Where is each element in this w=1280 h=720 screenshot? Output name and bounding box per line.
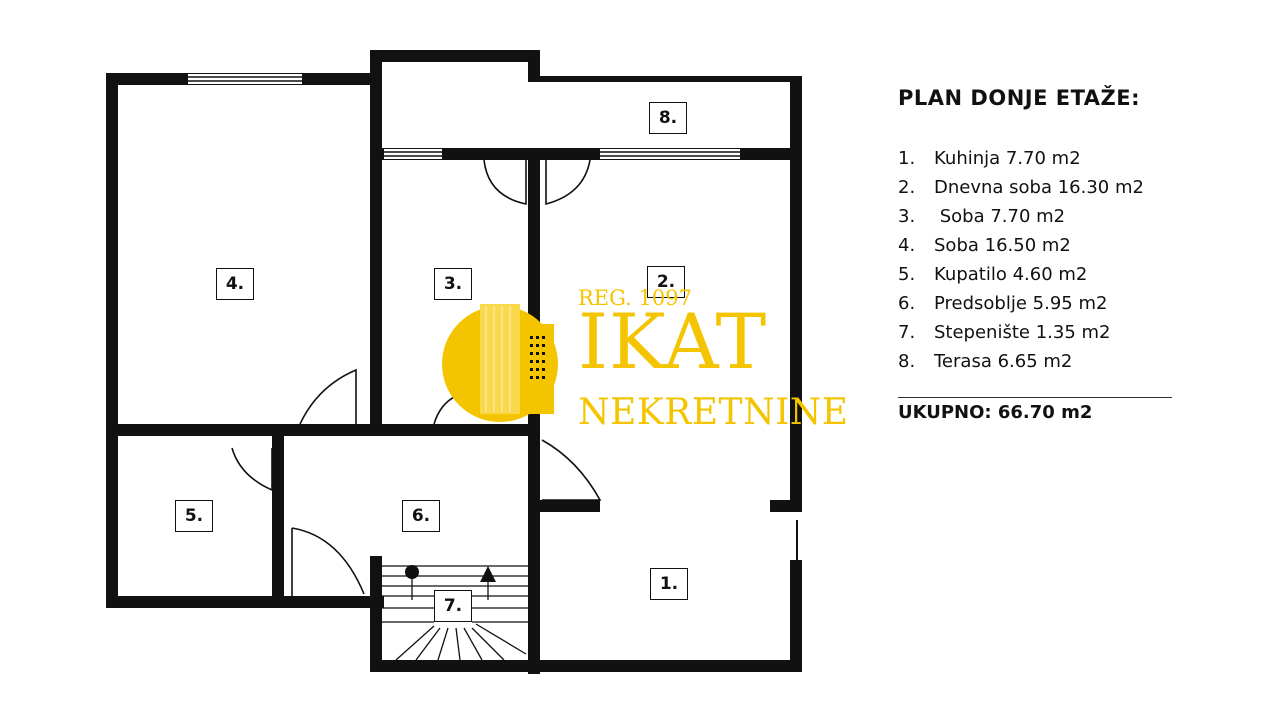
wall-room5-right bbox=[272, 430, 284, 608]
list-item-number: 7. bbox=[898, 322, 916, 343]
list-item-number: 6. bbox=[898, 293, 916, 314]
room-list: 1. Kuhinja 7.70 m2 2. Dnevna soba 16.30 m2… bbox=[898, 144, 1188, 376]
list-item-number: 4. bbox=[898, 235, 916, 256]
list-item-text: Kuhinja 7.70 m2 bbox=[934, 148, 1081, 169]
list-item: 2. Dnevna soba 16.30 m2 bbox=[898, 173, 1188, 202]
list-item-number: 3. bbox=[898, 206, 916, 227]
window-room2 bbox=[600, 149, 740, 159]
wall-kitchen-stub-right bbox=[770, 500, 796, 512]
wall-right bbox=[790, 76, 802, 512]
wall-room3-right bbox=[528, 154, 540, 674]
stair-arrow bbox=[480, 566, 496, 582]
window-room4 bbox=[188, 74, 302, 84]
room-label-8: 8. bbox=[649, 102, 687, 134]
door-room4 bbox=[299, 368, 357, 425]
list-item-text: Soba 16.50 m2 bbox=[934, 235, 1071, 256]
wall-terrace-step bbox=[528, 50, 540, 80]
wall-terrace-left bbox=[370, 50, 382, 435]
list-item-number: 8. bbox=[898, 351, 916, 372]
window-room3 bbox=[384, 149, 442, 159]
wall-stair-left bbox=[370, 556, 382, 672]
list-item: 3. Soba 7.70 m2 bbox=[898, 202, 1188, 231]
list-item: 5. Kupatilo 4.60 m2 bbox=[898, 260, 1188, 289]
list-item-text: Stepenište 1.35 m2 bbox=[934, 322, 1111, 343]
room-label-7: 7. bbox=[434, 590, 472, 622]
room-label-6: 6. bbox=[402, 500, 440, 532]
list-item: 7. Stepenište 1.35 m2 bbox=[898, 318, 1188, 347]
door-room6 bbox=[291, 527, 365, 596]
wall-bottom bbox=[370, 660, 802, 672]
list-item-number: 1. bbox=[898, 148, 916, 169]
walls bbox=[106, 50, 802, 674]
wall-bottom-left bbox=[106, 596, 384, 608]
wall-terrace-top-right bbox=[528, 76, 800, 82]
list-item: 4. Soba 16.50 m2 bbox=[898, 231, 1188, 260]
list-item: 6. Predsoblje 5.95 m2 bbox=[898, 289, 1188, 318]
legend-title: PLAN DONJE ETAŽE: bbox=[898, 86, 1141, 110]
list-item-text: Kupatilo 4.60 m2 bbox=[934, 264, 1088, 285]
list-item-text: Soba 7.70 m2 bbox=[934, 206, 1066, 227]
wall-right-bottom bbox=[790, 560, 802, 672]
wall-left bbox=[106, 73, 118, 608]
list-item-number: 2. bbox=[898, 177, 916, 198]
list-item-number: 5. bbox=[898, 264, 916, 285]
room-label-4: 4. bbox=[216, 268, 254, 300]
list-item-text: Predsoblje 5.95 m2 bbox=[934, 293, 1108, 314]
door-room1 bbox=[541, 439, 602, 501]
room-label-3: 3. bbox=[434, 268, 472, 300]
list-item-text: Terasa 6.65 m2 bbox=[934, 351, 1073, 372]
list-item: 1. Kuhinja 7.70 m2 bbox=[898, 144, 1188, 173]
staircase bbox=[382, 565, 528, 661]
list-item-text: Dnevna soba 16.30 m2 bbox=[934, 177, 1144, 198]
windows bbox=[188, 74, 798, 578]
floor-plan bbox=[106, 50, 802, 674]
wall-terrace-top bbox=[370, 50, 540, 62]
legend-panel: PLAN DONJE ETAŽE: 1. Kuhinja 7.70 m2 2. Dn… bbox=[898, 86, 1188, 423]
list-item: 8. Terasa 6.65 m2 bbox=[898, 347, 1188, 376]
wall-mid bbox=[106, 424, 540, 436]
door-room5 bbox=[231, 447, 273, 492]
door-room3 bbox=[483, 159, 527, 205]
total-area: UKUPNO: 66.70 m2 bbox=[898, 402, 1093, 423]
door-room2 bbox=[545, 159, 591, 206]
room-label-1: 1. bbox=[650, 568, 688, 600]
legend-divider bbox=[898, 397, 1172, 398]
room-label-5: 5. bbox=[175, 500, 213, 532]
wall-kitchen-stub-left bbox=[536, 500, 600, 512]
room-label-2: 2. bbox=[647, 266, 685, 298]
stair-start-dot bbox=[405, 565, 419, 579]
door-room3-bottom bbox=[433, 395, 457, 425]
